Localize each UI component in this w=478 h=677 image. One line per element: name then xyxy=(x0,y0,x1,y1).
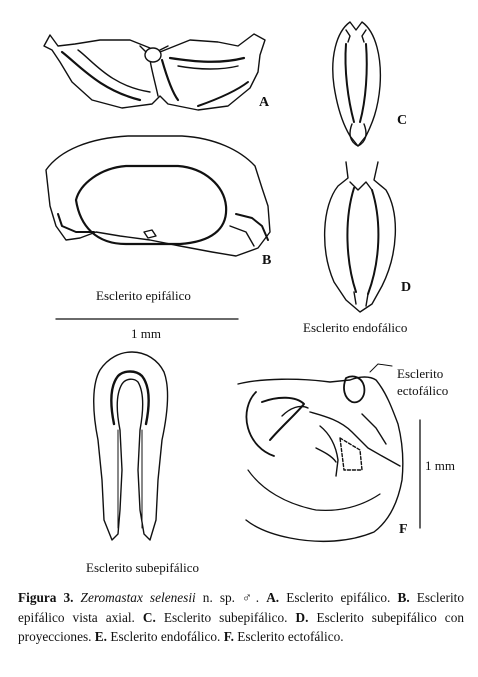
caption-e-text: Esclerito endofálico. xyxy=(107,629,224,644)
figure-caption: Figura 3. Zeromastax selenesii n. sp. ♂.… xyxy=(18,588,464,647)
drawing-d xyxy=(323,161,397,313)
panel-label-b: B xyxy=(262,253,272,268)
drawing-f xyxy=(237,363,404,543)
caption-c-text: Esclerito subepifálico. xyxy=(155,609,296,625)
label-esclerito-epifalico: Esclerito epifálico xyxy=(96,288,191,303)
caption-a-letter: A. xyxy=(266,590,280,605)
caption-b-letter: B. xyxy=(397,590,410,605)
figure-drawings xyxy=(43,21,421,543)
panel-label-d: D xyxy=(401,280,412,295)
label-esclerito-subepifalico: Esclerito subepifálico xyxy=(86,560,199,575)
panel-label-c: C xyxy=(397,113,408,128)
caption-a-text: Esclerito epifálico. xyxy=(279,590,398,605)
label-ectofalico-line1: Esclerito xyxy=(397,366,444,381)
panel-label-f: F xyxy=(399,522,408,537)
label-esclerito-endofalico: Esclerito endofálico xyxy=(303,320,408,335)
label-scale-right: 1 mm xyxy=(425,458,455,473)
label-ectofalico-line2: ectofálico xyxy=(397,383,449,398)
caption-after-species: n. sp. ♂. xyxy=(195,590,267,605)
caption-fig-label: Figura 3. xyxy=(18,590,74,605)
caption-f-text: Esclerito ectofálico. xyxy=(233,629,344,644)
drawing-c xyxy=(332,21,382,147)
panel-label-a: A xyxy=(259,95,270,110)
drawing-b xyxy=(45,135,271,257)
caption-species: Zeromastax selenesii xyxy=(80,590,196,605)
caption-d-letter: D. xyxy=(295,609,309,625)
figure-plate: A B C D F Esclerito epifálico 1 mm Escle… xyxy=(43,21,455,575)
drawing-a xyxy=(43,33,266,111)
caption-d-text: Esclerito subepifálico con proyecciones. xyxy=(18,609,464,645)
caption-b-text: Esclerito epifálico vista axial. xyxy=(18,590,464,625)
label-scale-left: 1 mm xyxy=(131,326,161,341)
caption-f-letter: F. xyxy=(223,629,234,644)
caption-e-letter: E. xyxy=(94,629,107,644)
drawing-e xyxy=(93,351,169,541)
caption-c-letter: C. xyxy=(142,609,156,625)
